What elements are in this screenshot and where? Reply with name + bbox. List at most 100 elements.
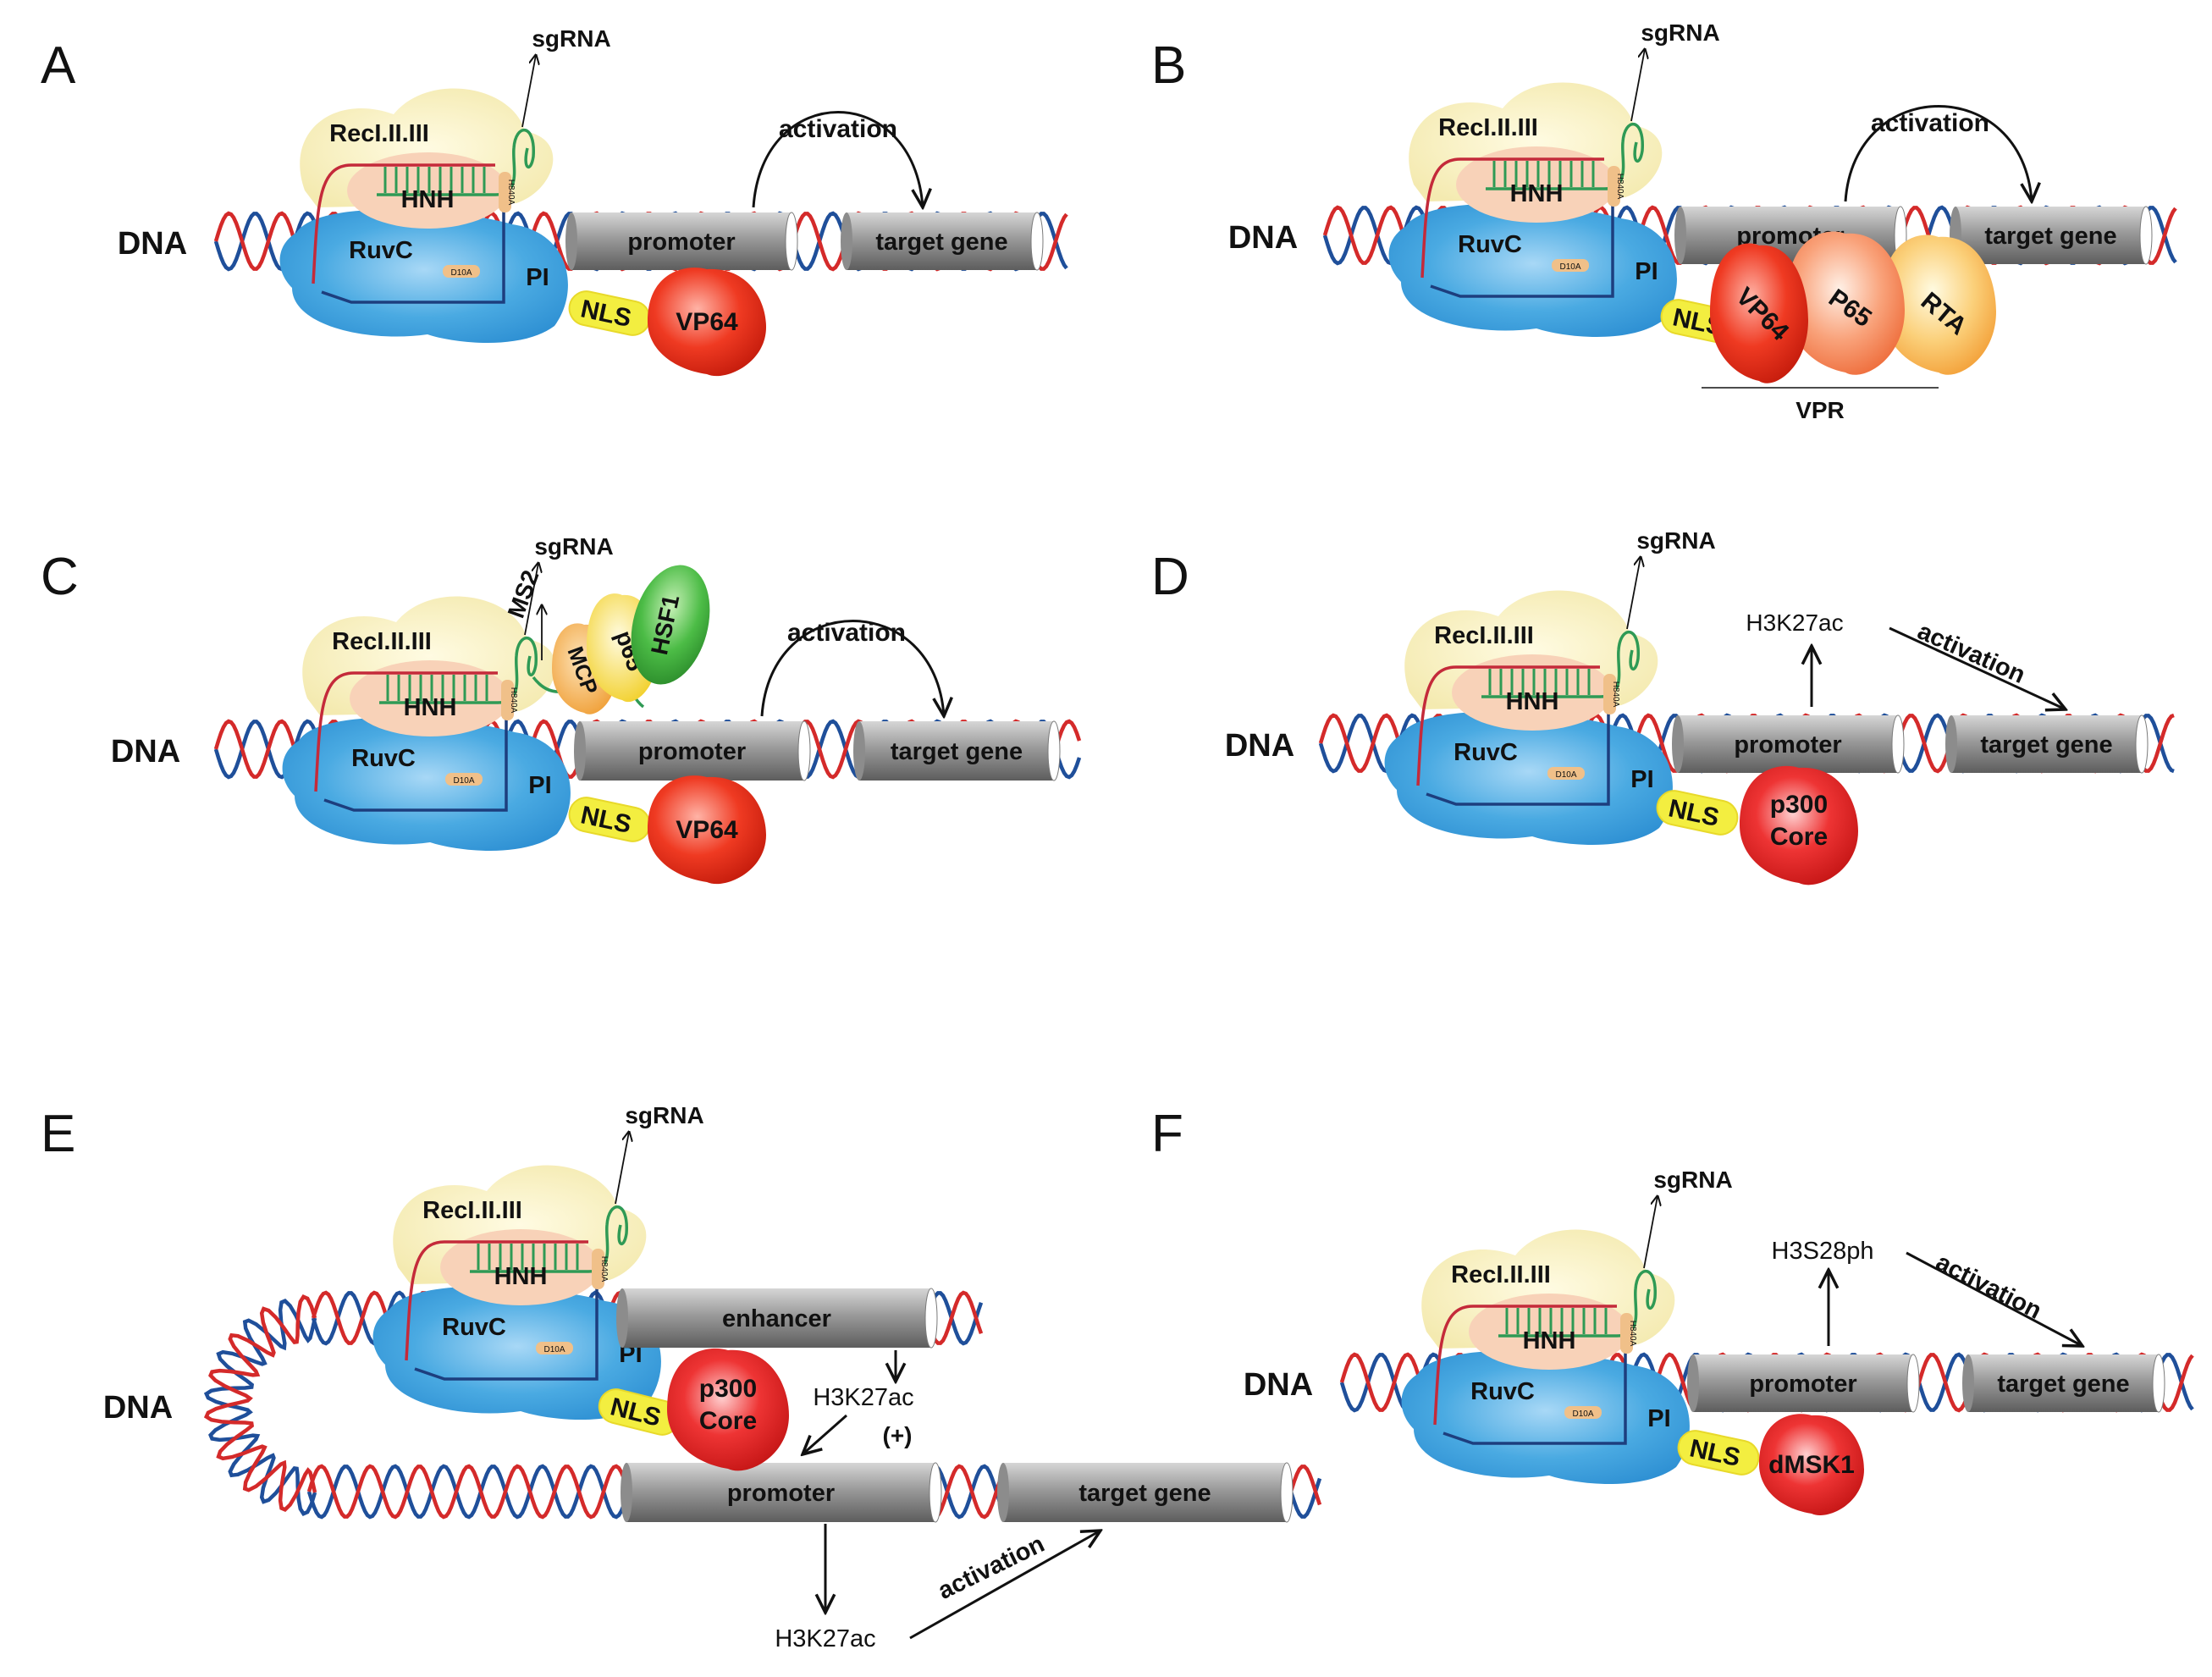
h840a-label: H840A: [1615, 174, 1625, 200]
effector-rta: [1881, 234, 1996, 375]
target-gene: target gene: [1962, 1354, 2165, 1413]
target-gene: target gene: [841, 212, 1044, 271]
hnh-label: HNH: [1523, 1327, 1576, 1354]
panel-f: FDNAD10AH840ARecI.II.IIIHNHRuvCPIsgRNApr…: [1151, 1105, 2194, 1515]
d10a-marker: [536, 1342, 573, 1354]
promoter: promoter: [1672, 714, 1905, 774]
nls-linker: NLS: [598, 1388, 681, 1436]
target-gene: target gene: [997, 1462, 1294, 1523]
ruvc-pi-lobe: [1384, 711, 1673, 845]
sgrna-pointer: [615, 1132, 629, 1205]
rec-label: RecI.II.III: [422, 1197, 522, 1224]
non-target-strand: [414, 1272, 599, 1381]
h840a-label: H840A: [1611, 681, 1620, 708]
core-label: Core: [699, 1407, 757, 1435]
nls-linker: NLS: [1677, 1430, 1760, 1476]
dna-label: DNA: [1228, 220, 1298, 256]
sgrna-label: sgRNA: [534, 533, 613, 560]
hnh-label: HNH: [494, 1263, 548, 1290]
sgrna-label: sgRNA: [1641, 19, 1719, 46]
target-gene-label: target gene: [891, 738, 1023, 765]
pi-label: PI: [526, 264, 549, 291]
activation-label: activation: [934, 1531, 1049, 1605]
d10a-label: D10A: [450, 268, 472, 278]
promoter: promoter: [565, 212, 798, 271]
activation-arrow: [1906, 1251, 2082, 1346]
ruvc-pi-lobe: [279, 209, 568, 343]
effector-p65: [1786, 231, 1905, 375]
non-target-strand: [1442, 1336, 1627, 1445]
d10a-label: D10A: [543, 1345, 565, 1354]
enhancer: enhancer: [616, 1288, 938, 1349]
effector-p300-core: [667, 1348, 789, 1471]
non-target-strand: [1430, 189, 1614, 298]
panel-label: E: [41, 1105, 75, 1163]
h840a-marker: [499, 172, 511, 212]
panel-label: F: [1151, 1105, 1183, 1163]
sgrna-pointer: [1643, 1196, 1658, 1269]
p300-label: p300: [699, 1375, 757, 1403]
h840a-marker: [1603, 674, 1616, 714]
h840a-label: H840A: [509, 687, 518, 714]
d10a-marker: [1564, 1406, 1602, 1419]
rec-label: RecI.II.III: [332, 628, 432, 655]
d10a-marker: [1552, 259, 1589, 272]
panel-label: C: [41, 548, 79, 606]
panel-label: B: [1151, 36, 1186, 95]
panel-d: DDNAD10AH840ARecI.II.IIIHNHRuvCPIsgRNApr…: [1151, 527, 2175, 885]
target-gene: target gene: [1945, 714, 2149, 774]
dna-label: DNA: [1225, 728, 1294, 764]
hsf1-protein: [631, 565, 710, 685]
dna-label: DNA: [1244, 1367, 1313, 1403]
non-target-strand: [323, 703, 508, 812]
dna-loop: [203, 1294, 317, 1517]
p300-label: p300: [1770, 791, 1828, 819]
effector-dmsk1: [1759, 1414, 1864, 1515]
d10a-label: D10A: [1559, 262, 1580, 272]
panel-label: D: [1151, 548, 1189, 606]
h840a-label: H840A: [506, 179, 516, 206]
h840a-marker: [1608, 166, 1620, 207]
ruvc-pi-lobe: [1401, 1350, 1690, 1484]
hnh-domain: [1452, 654, 1613, 731]
effector-vp64: [648, 268, 766, 377]
hnh-label: HNH: [1506, 688, 1559, 715]
ruvc-label: RuvC: [349, 237, 413, 264]
activation-arrow: [1889, 626, 2066, 709]
non-target-strand: [321, 195, 505, 304]
sgrna-pointer: [524, 563, 538, 636]
hnh-domain: [1469, 1294, 1630, 1370]
dna-label: DNA: [118, 226, 187, 262]
promoter: promoter: [1687, 1354, 1920, 1413]
hnh-domain: [350, 660, 510, 736]
target-strand: [405, 1240, 588, 1361]
h840a-label: H840A: [1628, 1321, 1637, 1347]
effector-vp64: [648, 775, 766, 885]
target-gene: target gene: [853, 720, 1061, 781]
sgrna-pointer: [521, 55, 536, 128]
h840a-label: H840A: [599, 1256, 609, 1283]
promoter: promoter: [621, 1462, 942, 1523]
effector-p300-core: [1740, 765, 1858, 885]
d10a-marker: [445, 773, 483, 786]
activation-arrow: [1844, 105, 2032, 202]
nls-linker: NLS: [1656, 790, 1739, 836]
target-strand: [312, 163, 495, 284]
sgrna-strand: [1486, 123, 1644, 190]
enhancer-h3k27ac-label: H3K27ac: [813, 1384, 913, 1411]
activation-label: activation: [1932, 1249, 2046, 1325]
activation-arrow: [909, 1531, 1100, 1640]
nls-linker: NLS: [568, 290, 651, 336]
target-gene-label: target gene: [1980, 731, 2112, 759]
sgrna-pointer: [1630, 49, 1645, 122]
hnh-domain: [440, 1229, 601, 1305]
ruvc-label: RuvC: [442, 1314, 506, 1341]
rec-label: RecI.II.III: [1438, 114, 1538, 141]
rec-label: RecI.II.III: [1451, 1261, 1551, 1288]
ruvc-label: RuvC: [351, 745, 416, 772]
rec-label: RecI.II.III: [329, 120, 429, 147]
target-gene: target gene: [1950, 206, 2153, 265]
